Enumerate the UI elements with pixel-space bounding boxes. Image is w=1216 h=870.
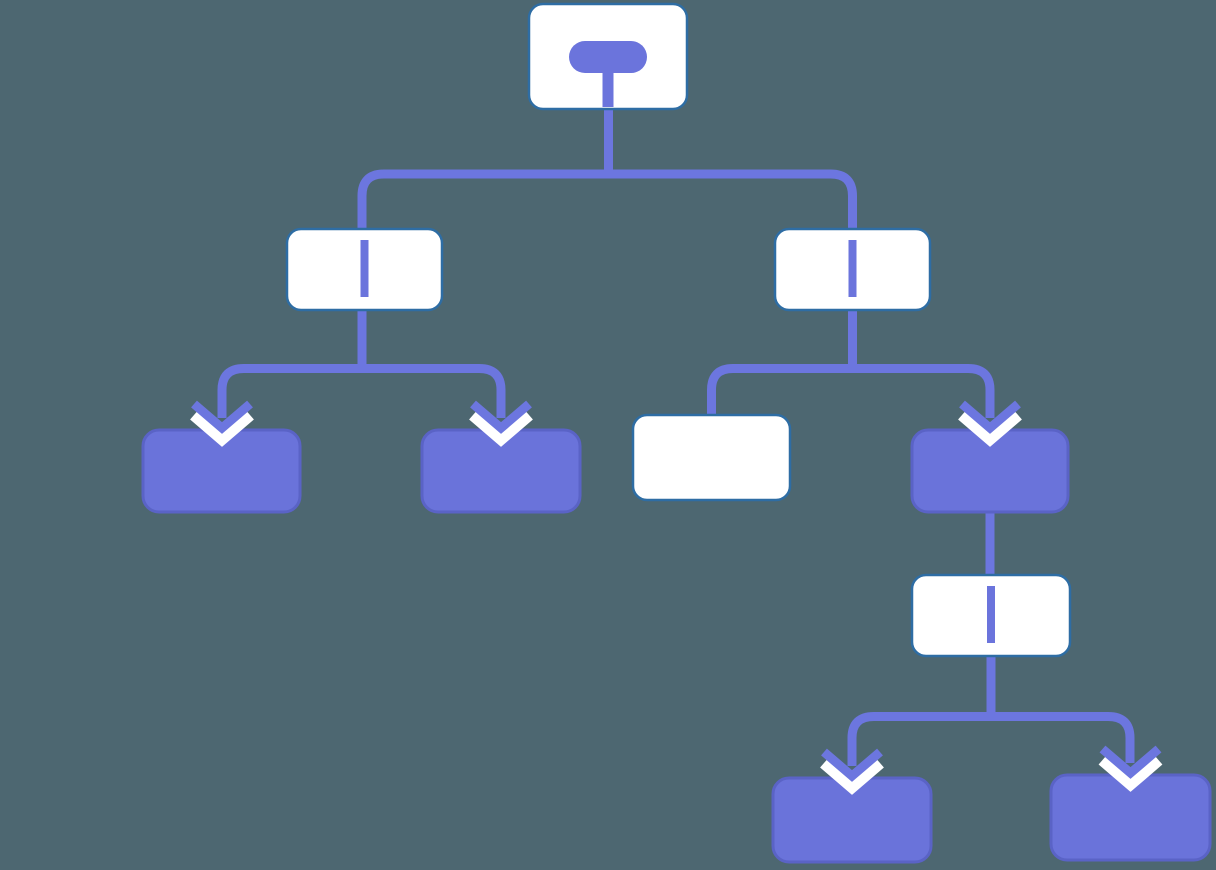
root-pill-icon xyxy=(569,41,647,73)
connector-e2 xyxy=(357,169,857,229)
connector-e4 xyxy=(217,364,506,418)
branch-divider-icon xyxy=(360,240,369,297)
connector-e6 xyxy=(707,364,995,418)
arrowhead-inner-chevron-icon xyxy=(470,400,532,434)
arrowhead-outer-chevron-icon xyxy=(1098,755,1163,792)
branch-divider-icon xyxy=(987,586,995,643)
arrowhead-outer-chevron-icon xyxy=(469,410,533,447)
branch-divider-icon xyxy=(848,240,857,297)
arrowhead-outer-chevron-icon xyxy=(190,410,254,447)
connector-e9 xyxy=(847,712,1135,766)
arrowhead-inner-chevron-icon xyxy=(821,748,883,782)
arrowhead-inner-chevron-icon xyxy=(1099,745,1162,779)
arrowhead-inner-chevron-icon xyxy=(959,400,1021,434)
node-plain-1[interactable] xyxy=(631,413,792,502)
arrowhead-outer-chevron-icon xyxy=(958,410,1022,447)
arrowhead-outer-chevron-icon xyxy=(820,758,884,795)
root-stem-icon xyxy=(602,57,614,107)
arrowhead-inner-chevron-icon xyxy=(191,400,253,434)
